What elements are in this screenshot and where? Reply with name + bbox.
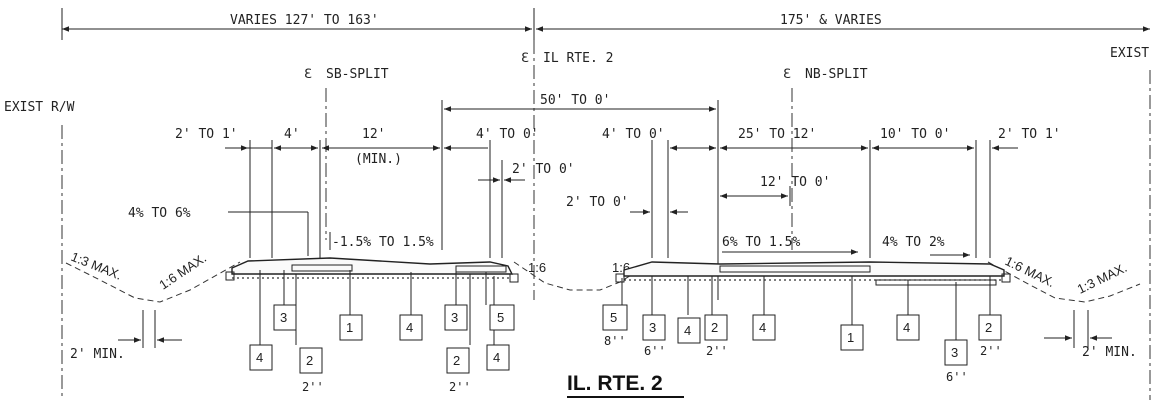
callout-number: 5: [610, 310, 617, 325]
callout-box: 5: [489, 304, 515, 331]
dim-50-to-0-label: 50' TO 0': [540, 93, 610, 108]
callout-box: 3 6'': [642, 314, 666, 358]
callout-box: 4: [486, 344, 510, 371]
dim-4-ft: 4': [284, 127, 300, 142]
callout-box: 2 2'': [978, 314, 1002, 358]
dimension-12-to-0: [720, 186, 791, 206]
dim-10-to-0: 10' TO 0': [880, 127, 950, 142]
callout-box: 1: [840, 324, 864, 351]
main-centerline-symbol: ℇ: [521, 51, 529, 66]
dim-12-ft: 12': [362, 127, 385, 142]
callout-number: 4: [684, 323, 691, 338]
nb-split-symbol: ℇ: [783, 67, 791, 82]
callout-box: 1: [339, 314, 363, 341]
sb-pavement: [225, 257, 519, 283]
callout-box: 2 2'': [704, 314, 728, 358]
dim-2-to-1-right: 2' TO 1': [998, 127, 1061, 142]
dim-4-to-0-left: 4' TO 0': [476, 127, 539, 142]
exist-row-right-label: EXIST: [1110, 46, 1149, 61]
callout-box: 4: [896, 314, 920, 341]
dim-4-to-0-right: 4' TO 0': [602, 127, 665, 142]
dim-12-min: (MIN.): [355, 152, 402, 167]
callout-number: 4: [759, 320, 766, 335]
callout-number: 4: [493, 350, 500, 365]
dim-2-to-0-lower: 2' TO 0': [566, 195, 629, 210]
callout-box: 4: [249, 344, 273, 371]
callout-number: 3: [451, 310, 458, 325]
callout-box: 3: [273, 304, 297, 331]
callout-number: 3: [649, 320, 656, 335]
callout-box: 3 6'': [944, 339, 968, 384]
slope-1-6-right: 1:6 MAX.: [1003, 253, 1058, 290]
callout-box: 2 2'': [446, 347, 471, 394]
slope-4-to-2: 4% TO 2%: [882, 235, 945, 250]
callout-number: 3: [951, 345, 958, 360]
callout-thickness: 2'': [980, 344, 1002, 358]
ground-profile: [65, 261, 1141, 303]
slope-6-to-1-5: 6% TO 1.5%: [722, 235, 800, 250]
callout-number: 2: [453, 353, 460, 368]
min-width-right-label: 2' MIN.: [1082, 345, 1137, 360]
min-width-right: [1044, 310, 1112, 348]
callout-box: 5 8'': [602, 304, 628, 348]
slope-1-6-mid: 1:6: [528, 260, 546, 275]
callout-number: 2: [306, 353, 313, 368]
callout-number: 3: [280, 310, 287, 325]
callout-number: 4: [406, 320, 413, 335]
main-centerline-label: IL RTE. 2: [543, 51, 613, 66]
callout-number: 1: [847, 330, 854, 345]
callout-box: 3: [444, 304, 468, 331]
overall-dimension-lines: [61, 8, 1150, 40]
callout-thickness: 6'': [644, 344, 666, 358]
lane-dimension-row: [225, 140, 1018, 258]
dim-25-to-12: 25' TO 12': [738, 127, 816, 142]
exist-row-left-label: EXIST R/W: [4, 100, 75, 115]
callout-thickness: 2'': [449, 380, 471, 394]
callout-number: 2: [711, 320, 718, 335]
dim-2-to-0-upper: 2' TO 0': [512, 162, 575, 177]
callout-box: 2 2'': [299, 347, 324, 394]
callout-box: 4: [677, 317, 701, 344]
nb-pavement: [615, 261, 1011, 286]
sb-split-label: SB-SPLIT: [326, 67, 389, 82]
callout-number: 1: [346, 320, 353, 335]
callout-number: 2: [985, 320, 992, 335]
sb-split-symbol: ℇ: [304, 67, 312, 82]
callout-thickness: 6'': [946, 370, 968, 384]
nb-split-label: NB-SPLIT: [805, 67, 868, 82]
dim-2-to-1-left: 2' TO 1': [175, 127, 238, 142]
callout-thickness: 2'': [706, 344, 728, 358]
slope-1-6-left: 1:6 MAX.: [156, 250, 209, 292]
callout-number: 4: [903, 320, 910, 335]
overall-width-right-label: 175' & VARIES: [780, 13, 882, 28]
overall-width-left-label: VARIES 127' TO 163': [230, 13, 379, 28]
drawing-title: IL. RTE. 2: [567, 372, 663, 395]
callout-thickness: 2'': [302, 380, 324, 394]
dim-12-to-0: 12' TO 0': [760, 175, 830, 190]
min-width-left-label: 2' MIN.: [70, 347, 125, 362]
callout-number: 4: [256, 350, 263, 365]
callout-number: 5: [497, 310, 504, 325]
callout-thickness: 8'': [604, 334, 626, 348]
callout-box: 4: [399, 314, 423, 341]
slope-4-to-6: 4% TO 6%: [128, 206, 191, 221]
callout-box: 4: [752, 314, 776, 341]
min-width-left: [118, 310, 182, 348]
slope-neg-1-5: -1.5% TO 1.5%: [332, 235, 434, 250]
